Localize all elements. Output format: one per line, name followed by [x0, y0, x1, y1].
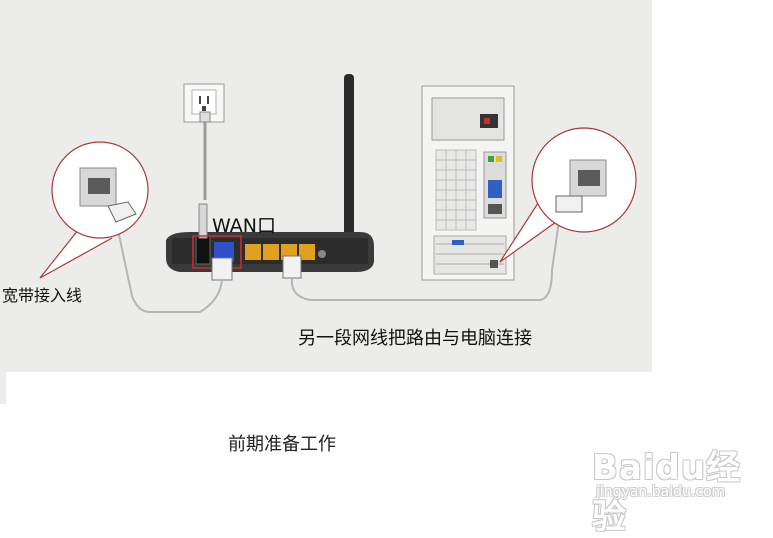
baidu-jingyan-watermark: Baidu经验 jingyan.baidu.com: [592, 440, 770, 537]
network-diagram: [39, 74, 637, 313]
router-pc-cable-label: 另一段网线把路由与电脑连接: [298, 328, 532, 349]
watermark-url: jingyan.baidu.com: [596, 484, 726, 500]
network-card-callout: [499, 127, 637, 263]
lan-cable: [290, 213, 561, 301]
wall-jack-callout: [39, 141, 149, 279]
illustration-edge: [0, 372, 6, 404]
broadband-cable: [117, 229, 223, 313]
rj45-plug-icon: [211, 255, 302, 281]
caption: 前期准备工作: [228, 434, 336, 455]
broadband-line-label: 宽带接入线: [2, 286, 83, 305]
computer-tower-icon: [421, 85, 515, 281]
wan-port-label: WAN口: [212, 215, 276, 237]
power-outlet-icon: [183, 83, 225, 200]
